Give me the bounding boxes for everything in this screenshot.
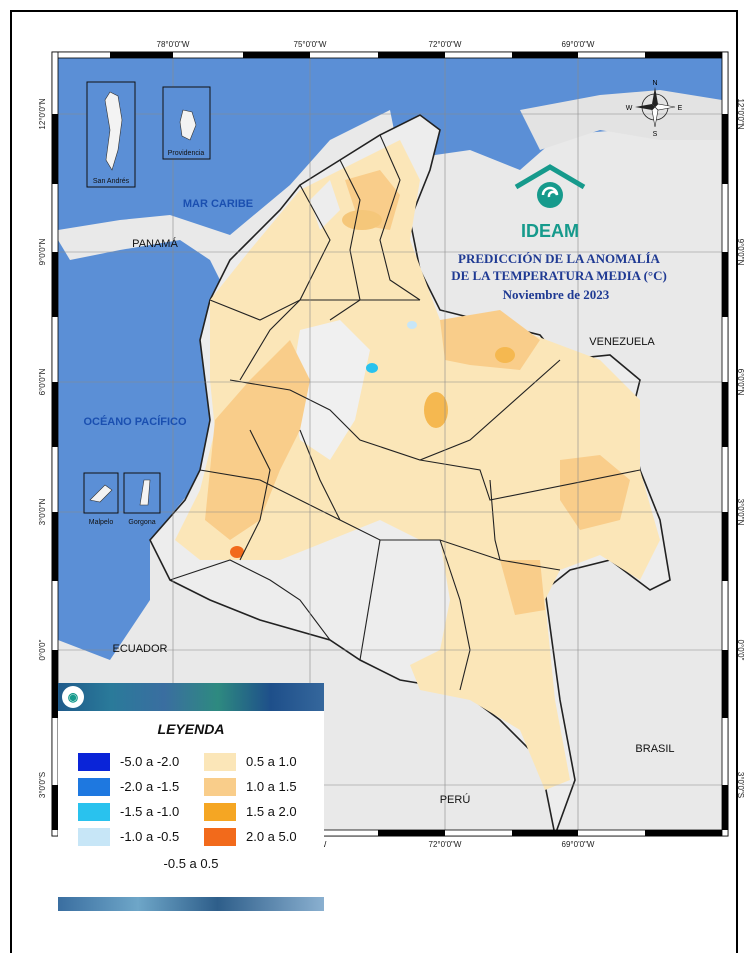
anomaly-1.0-1.5	[205, 340, 310, 540]
anomaly-negative	[407, 321, 417, 329]
map-title-line1: PREDICCIÓN DE LA ANOMALÍA	[458, 251, 660, 266]
legend-swatch	[78, 828, 110, 846]
legend-banner: ◉	[58, 683, 324, 711]
label-brasil: BRASIL	[635, 743, 674, 755]
san-andres-island	[104, 91, 123, 171]
legend-swatch	[78, 803, 110, 821]
legend-footer-strip	[58, 897, 324, 911]
anomaly-1.5-2.0	[495, 347, 515, 363]
lon-label: 78°0'0"W	[157, 40, 190, 49]
legend-label: 1.5 a 2.0	[246, 804, 297, 819]
label-ecuador: ECUADOR	[112, 643, 167, 655]
malpelo-island	[89, 484, 113, 503]
legend-swatch	[204, 753, 236, 771]
legend-label: -1.0 a -0.5	[120, 829, 180, 844]
lat-label: 0°0'0"	[736, 640, 745, 661]
label-gorgona: Gorgona	[128, 519, 155, 526]
lat-labels-right: 12°0'0"N 9°0'0"N 6°0'0"N 3°0'0"N 0°0'0" …	[736, 98, 745, 798]
anomaly-1.5-2.0	[424, 392, 448, 428]
lat-label: 3°0'0"S	[736, 772, 745, 798]
anomaly-1.0-1.5	[560, 455, 630, 530]
anomaly-1.5-2.0	[342, 210, 382, 230]
map-title-line2: DE LA TEMPERATURA MEDIA (°C)	[451, 268, 667, 283]
legend-label: 1.0 a 1.5	[246, 779, 297, 794]
label-venezuela: VENEZUELA	[589, 336, 655, 348]
lat-labels-left: 12°0'0"N 9°0'0"N 6°0'0"N 3°0'0"N 0°0'0" …	[38, 98, 47, 798]
label-malpelo: Malpelo	[89, 519, 114, 526]
lat-label: 6°0'0"N	[736, 369, 745, 396]
lat-label: 9°0'0"N	[736, 239, 745, 266]
legend-panel: ◉ LEYENDA -5.0 a -2.0 -2.0 a -1.5 -1.5 a…	[58, 683, 324, 911]
anomaly-1.0-1.5	[500, 560, 545, 615]
lat-label: 9°0'0"N	[38, 238, 47, 265]
legend-swatch	[204, 778, 236, 796]
lon-label: 72°0'0"W	[429, 840, 462, 849]
legend-neutral-label: -0.5 a 0.5	[163, 856, 219, 871]
legend-label: -1.5 a -1.0	[120, 804, 180, 819]
compass-s: S	[653, 131, 658, 138]
ideam-logo-icon	[514, 164, 586, 208]
label-mar-caribe: MAR CARIBE	[183, 198, 253, 210]
legend-swatch	[78, 778, 110, 796]
compass-w: W	[626, 105, 633, 112]
lat-label: 3°0'0"S	[38, 772, 47, 798]
lon-label: 72°0'0"W	[429, 40, 462, 49]
label-san-andres: San Andrés	[93, 178, 130, 185]
lon-labels-top: 78°0'0"W 75°0'0"W 72°0'0"W 69°0'0"W	[157, 40, 595, 49]
ideam-logo-text: IDEAM	[521, 221, 579, 241]
lat-label: 12°0'0"N	[38, 98, 47, 129]
neutral-patch	[370, 540, 450, 670]
lat-label: 12°0'0"N	[736, 98, 745, 129]
legend-label: 0.5 a 1.0	[246, 754, 297, 769]
label-peru: PERÚ	[440, 793, 471, 806]
gorgona-island	[139, 479, 151, 506]
legend-swatch	[204, 828, 236, 846]
anomaly-2.0-5.0	[230, 546, 244, 558]
legend-label: 2.0 a 5.0	[246, 829, 297, 844]
label-oceano-pacifico: OCÉANO PACÍFICO	[83, 415, 187, 428]
lat-label: 3°0'0"N	[38, 498, 47, 525]
compass-e: E	[678, 105, 683, 112]
legend-label: -2.0 a -1.5	[120, 779, 180, 794]
anomaly-0.5-1.0	[175, 140, 660, 790]
legend-swatch	[78, 753, 110, 771]
label-panama: PANAMÁ	[132, 237, 178, 250]
lat-label: 3°0'0"N	[736, 499, 745, 526]
venezuela-coast	[520, 90, 722, 150]
department-boundaries	[169, 134, 641, 691]
legend-label: -5.0 a -2.0	[120, 754, 180, 769]
legend-logo-icon: ◉	[62, 686, 84, 708]
legend-swatch	[204, 803, 236, 821]
legend-title: LEYENDA	[157, 721, 225, 737]
lon-label: 75°0'0"W	[294, 40, 327, 49]
lon-label: 69°0'0"W	[562, 840, 595, 849]
compass-rose-icon: N S W E	[626, 80, 683, 138]
map-subtitle: Noviembre de 2023	[503, 287, 610, 302]
providencia-island	[179, 109, 197, 141]
lat-label: 0°0'0"	[38, 639, 47, 660]
anomaly-negative	[366, 363, 378, 373]
compass-n: N	[652, 80, 657, 87]
lat-label: 6°0'0"N	[38, 368, 47, 395]
lon-label: 69°0'0"W	[562, 40, 595, 49]
label-providencia: Providencia	[168, 150, 205, 157]
